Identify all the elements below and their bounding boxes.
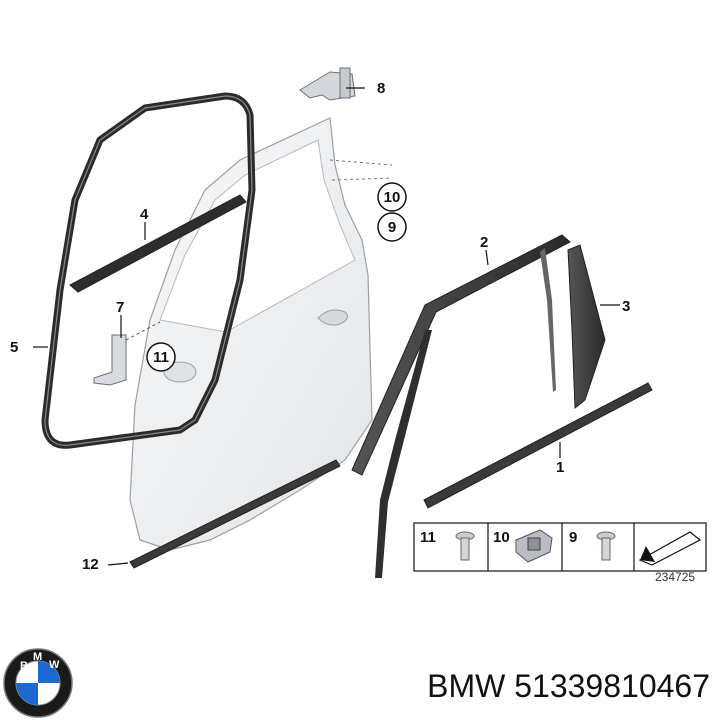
screw-icon xyxy=(455,531,475,561)
callout-12: 12 xyxy=(82,556,99,573)
reference-number: 234725 xyxy=(655,570,695,584)
svg-text:10: 10 xyxy=(384,189,401,206)
svg-text:11: 11 xyxy=(153,349,169,366)
callout-5: 5 xyxy=(10,339,18,356)
callout-4: 4 xyxy=(140,206,149,223)
callout-2: 2 xyxy=(480,234,488,251)
legend-item-10: 10 xyxy=(493,529,510,546)
callout-9: 9 xyxy=(377,212,407,242)
callout-1: 1 xyxy=(556,459,564,476)
callout-10: 10 xyxy=(377,182,407,212)
bolt-icon xyxy=(596,531,616,561)
callout-11: 11 xyxy=(146,342,176,372)
direction-arrow-icon xyxy=(638,531,702,566)
leader-lines xyxy=(33,87,620,566)
pillar-trim-part xyxy=(567,244,606,410)
svg-text:M: M xyxy=(33,651,42,663)
belt-strip-part xyxy=(423,382,653,509)
window-strip-part xyxy=(69,194,247,293)
door-panel xyxy=(129,117,393,551)
legend-item-9: 9 xyxy=(569,529,577,546)
callout-3: 3 xyxy=(622,298,630,315)
legend-item-11: 11 xyxy=(420,529,436,546)
clip-nut-icon xyxy=(515,529,553,563)
svg-text:B: B xyxy=(20,660,28,672)
svg-text:W: W xyxy=(49,659,60,671)
callout-7: 7 xyxy=(116,299,124,316)
part-number-label: BMW 51339810467 xyxy=(427,668,710,704)
svg-text:9: 9 xyxy=(388,219,396,236)
upper-trim-part xyxy=(351,234,571,476)
bmw-logo: B M W xyxy=(3,648,73,718)
lower-strip-part xyxy=(129,459,341,569)
callout-8: 8 xyxy=(377,80,385,97)
bracket-part xyxy=(93,321,161,386)
top-clip-part xyxy=(299,67,356,101)
fastener-legend: 11 10 9 xyxy=(413,522,707,572)
